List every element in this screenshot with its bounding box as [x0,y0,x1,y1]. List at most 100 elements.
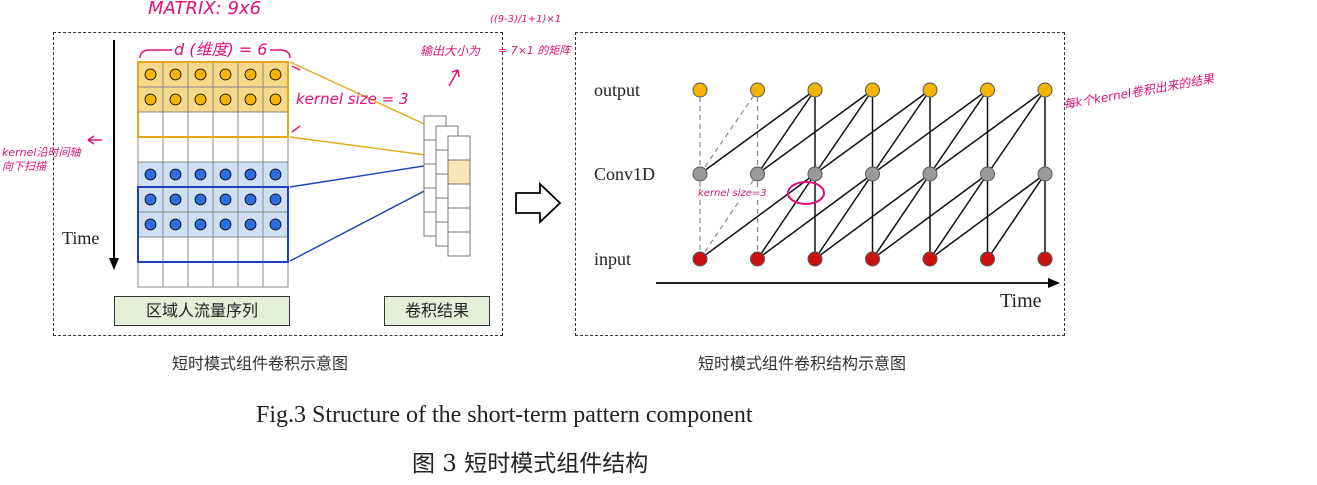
conv-node [922,166,938,182]
grid-dot [194,168,207,181]
conv-node [865,166,880,182]
grid-cell [137,261,164,288]
grid-cell [162,261,189,288]
conv-node [750,166,765,182]
hollow-right-arrow-icon [515,181,562,225]
output-node [750,82,765,98]
output-arrow-annotation [448,69,460,87]
kernel-connector-top [289,61,449,136]
grid-cell [162,111,189,138]
result-cell [447,159,471,185]
edge-output [699,89,758,175]
edge-output [699,89,816,175]
grid-dot [169,193,182,206]
right-panel [575,32,1065,336]
grid-cell [262,261,289,288]
grid-cell [237,236,264,263]
edge-conv [814,173,931,260]
grid-dot [144,93,157,106]
grid-cell [212,136,239,163]
grid-dot [169,168,182,181]
edge-output [814,89,931,175]
sequence-grid [137,61,289,288]
input-node [750,251,765,267]
grid-cell [162,136,189,163]
edge-conv [699,173,816,260]
grid-dot [244,193,257,206]
edge-conv [756,173,816,260]
result-cell [447,207,471,233]
conv-node [980,166,995,182]
grid-dot [144,193,157,206]
kernel-connector-bottom [289,136,449,159]
result-cell [447,231,471,257]
grid-cell [237,86,264,113]
sequence-box: 区域人流量序列 [114,296,290,326]
edge-output [871,89,931,175]
conv-node [692,166,708,182]
grid-dot [144,168,157,181]
input-node [865,251,880,267]
edge-output [986,89,1046,175]
edge-conv [871,173,931,260]
output-node [692,82,708,98]
grid-dot [244,68,257,81]
grid-dot [194,68,207,81]
grid-cell [237,261,264,288]
edge-conv [986,173,1046,260]
conv-kernel-annotation: kernel size=3 [698,188,767,199]
grid-dot [194,193,207,206]
grid-cell [187,136,214,163]
result-box: 卷积结果 [384,296,490,326]
grid-dot [144,68,157,81]
grid-dot [219,93,232,106]
conv1d-label: Conv1D [594,164,656,184]
grid-cell [262,136,289,163]
time-label-right: Time [1000,290,1042,312]
edge-output [929,89,989,175]
grid-dot [169,68,182,81]
edge-conv [929,173,1046,260]
edge-conv [814,173,874,260]
grid-cell [187,261,214,288]
input-node [807,251,823,267]
time-label-left: Time [62,228,100,248]
result-cell [447,135,471,161]
slide-arrow-annotation [87,135,102,145]
grid-cell [137,136,164,163]
right-caption: 短时模式组件卷积结构示意图 [698,354,907,373]
matrix-annotation: MATRIX: 9x6 [148,0,262,19]
input-node [1037,251,1053,267]
formula-bottom-annotation: = 7×1 的矩阵 [498,44,571,57]
output-node [922,82,938,98]
left-panel [53,32,503,336]
time-arrow-left-head [109,258,119,270]
grid-cell [212,111,239,138]
kernel-bracket-annotation [291,65,301,133]
edge-output [756,89,816,175]
grid-dot [144,218,157,231]
grid-dot [244,168,257,181]
grid-cell [187,236,214,263]
grid-dot [269,168,282,181]
left-caption: 短时模式组件卷积示意图 [172,354,349,373]
time-axis-head [1048,278,1060,288]
edge-conv [872,173,988,260]
grid-dot [219,218,232,231]
output-size-annotation: 输出大小为 [420,44,481,58]
output-label: output [594,80,641,100]
grid-cell [262,236,289,263]
grid-dot [169,218,182,231]
grid-dot [219,168,232,181]
grid-dot [269,193,282,206]
grid-cell [212,236,239,263]
kernel-slide-annotation: kernel沿时间轴向下扫描 [2,146,81,173]
grid-dot [269,68,282,81]
grid-cell [237,136,264,163]
edge-output [757,89,873,175]
grid-dot [194,93,207,106]
grid-cell [262,111,289,138]
edge-conv [929,173,989,260]
edge-output [872,89,988,175]
